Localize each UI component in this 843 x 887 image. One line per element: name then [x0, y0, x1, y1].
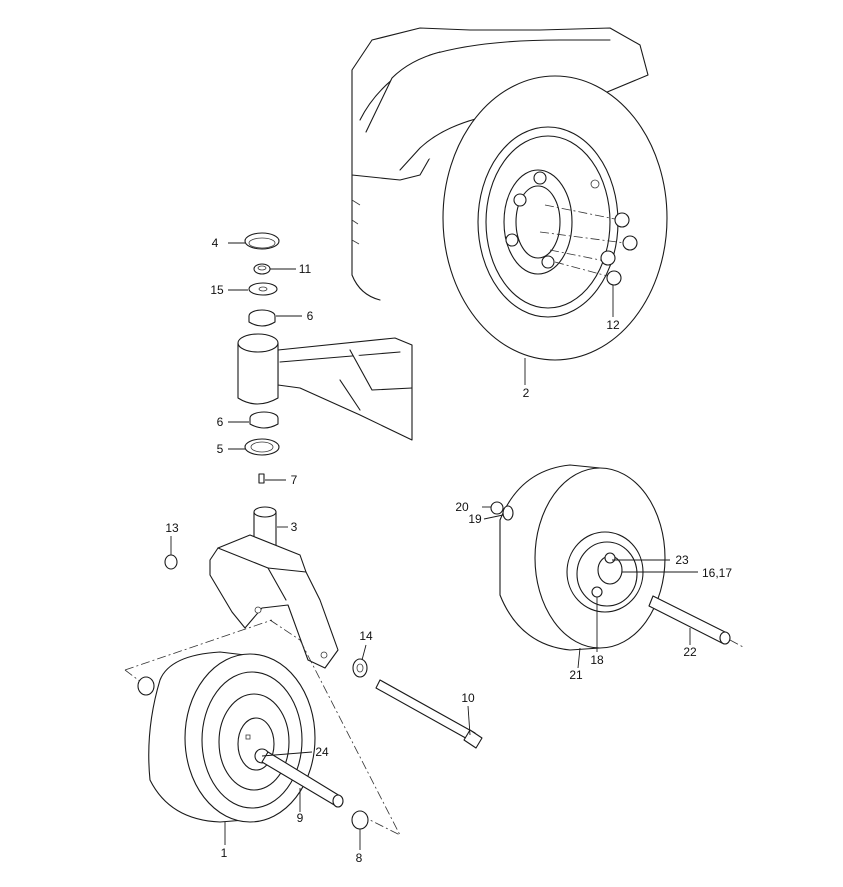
callout-19: 19 [468, 512, 482, 526]
callout-6-lower: 6 [217, 415, 224, 429]
spacer-part-8 [351, 810, 369, 830]
callout-12: 12 [606, 318, 620, 332]
callout-3: 3 [291, 520, 298, 534]
side-wheel-tire [499, 464, 666, 651]
nut-part-20 [490, 501, 504, 515]
bearing-upper-part-6 [248, 309, 276, 327]
callout-20: 20 [455, 500, 469, 514]
callout-18: 18 [590, 653, 604, 667]
dust-cap-part-4 [244, 232, 280, 250]
seal-part-5 [244, 438, 280, 456]
front-wheel-tire [148, 651, 316, 823]
callout-1: 1 [221, 846, 228, 860]
axle-part-9 [261, 751, 344, 808]
callout-7: 7 [291, 473, 298, 487]
caster-fork [209, 506, 339, 669]
leader-lines [170, 242, 698, 850]
washer-part-14 [352, 658, 368, 678]
axle-part-22 [648, 595, 746, 649]
callout-4: 4 [212, 236, 219, 250]
spacer-front [137, 676, 155, 696]
rear-lug-nuts [590, 179, 638, 286]
nut-part-11 [253, 263, 271, 275]
callout-23: 23 [675, 553, 689, 567]
grease-fitting-part-7 [258, 473, 265, 484]
pivot-housing [237, 333, 279, 405]
callout-16-17: 16,17 [702, 566, 732, 580]
washer-part-15 [248, 282, 278, 296]
frame-tube [277, 337, 413, 441]
callout-14: 14 [359, 629, 373, 643]
callout-24: 24 [315, 745, 329, 759]
callout-11: 11 [299, 262, 312, 276]
bolt-part-10 [375, 679, 483, 749]
callout-22: 22 [683, 645, 697, 659]
callout-labels: 4 11 15 6 6 5 7 3 13 14 10 24 9 1 8 12 2… [165, 236, 732, 865]
callout-5: 5 [217, 442, 224, 456]
rear-wheel-tire [442, 75, 668, 361]
callout-6-upper: 6 [307, 309, 314, 323]
bearing-lower-part-6 [249, 411, 279, 429]
callout-10: 10 [461, 691, 475, 705]
washer-part-19 [502, 505, 514, 521]
callout-2: 2 [523, 386, 530, 400]
callout-21: 21 [569, 668, 583, 682]
callout-8: 8 [356, 851, 363, 865]
callout-13: 13 [165, 521, 179, 535]
nut-part-13 [164, 554, 178, 570]
callout-9: 9 [297, 811, 304, 825]
callout-15: 15 [210, 283, 224, 297]
